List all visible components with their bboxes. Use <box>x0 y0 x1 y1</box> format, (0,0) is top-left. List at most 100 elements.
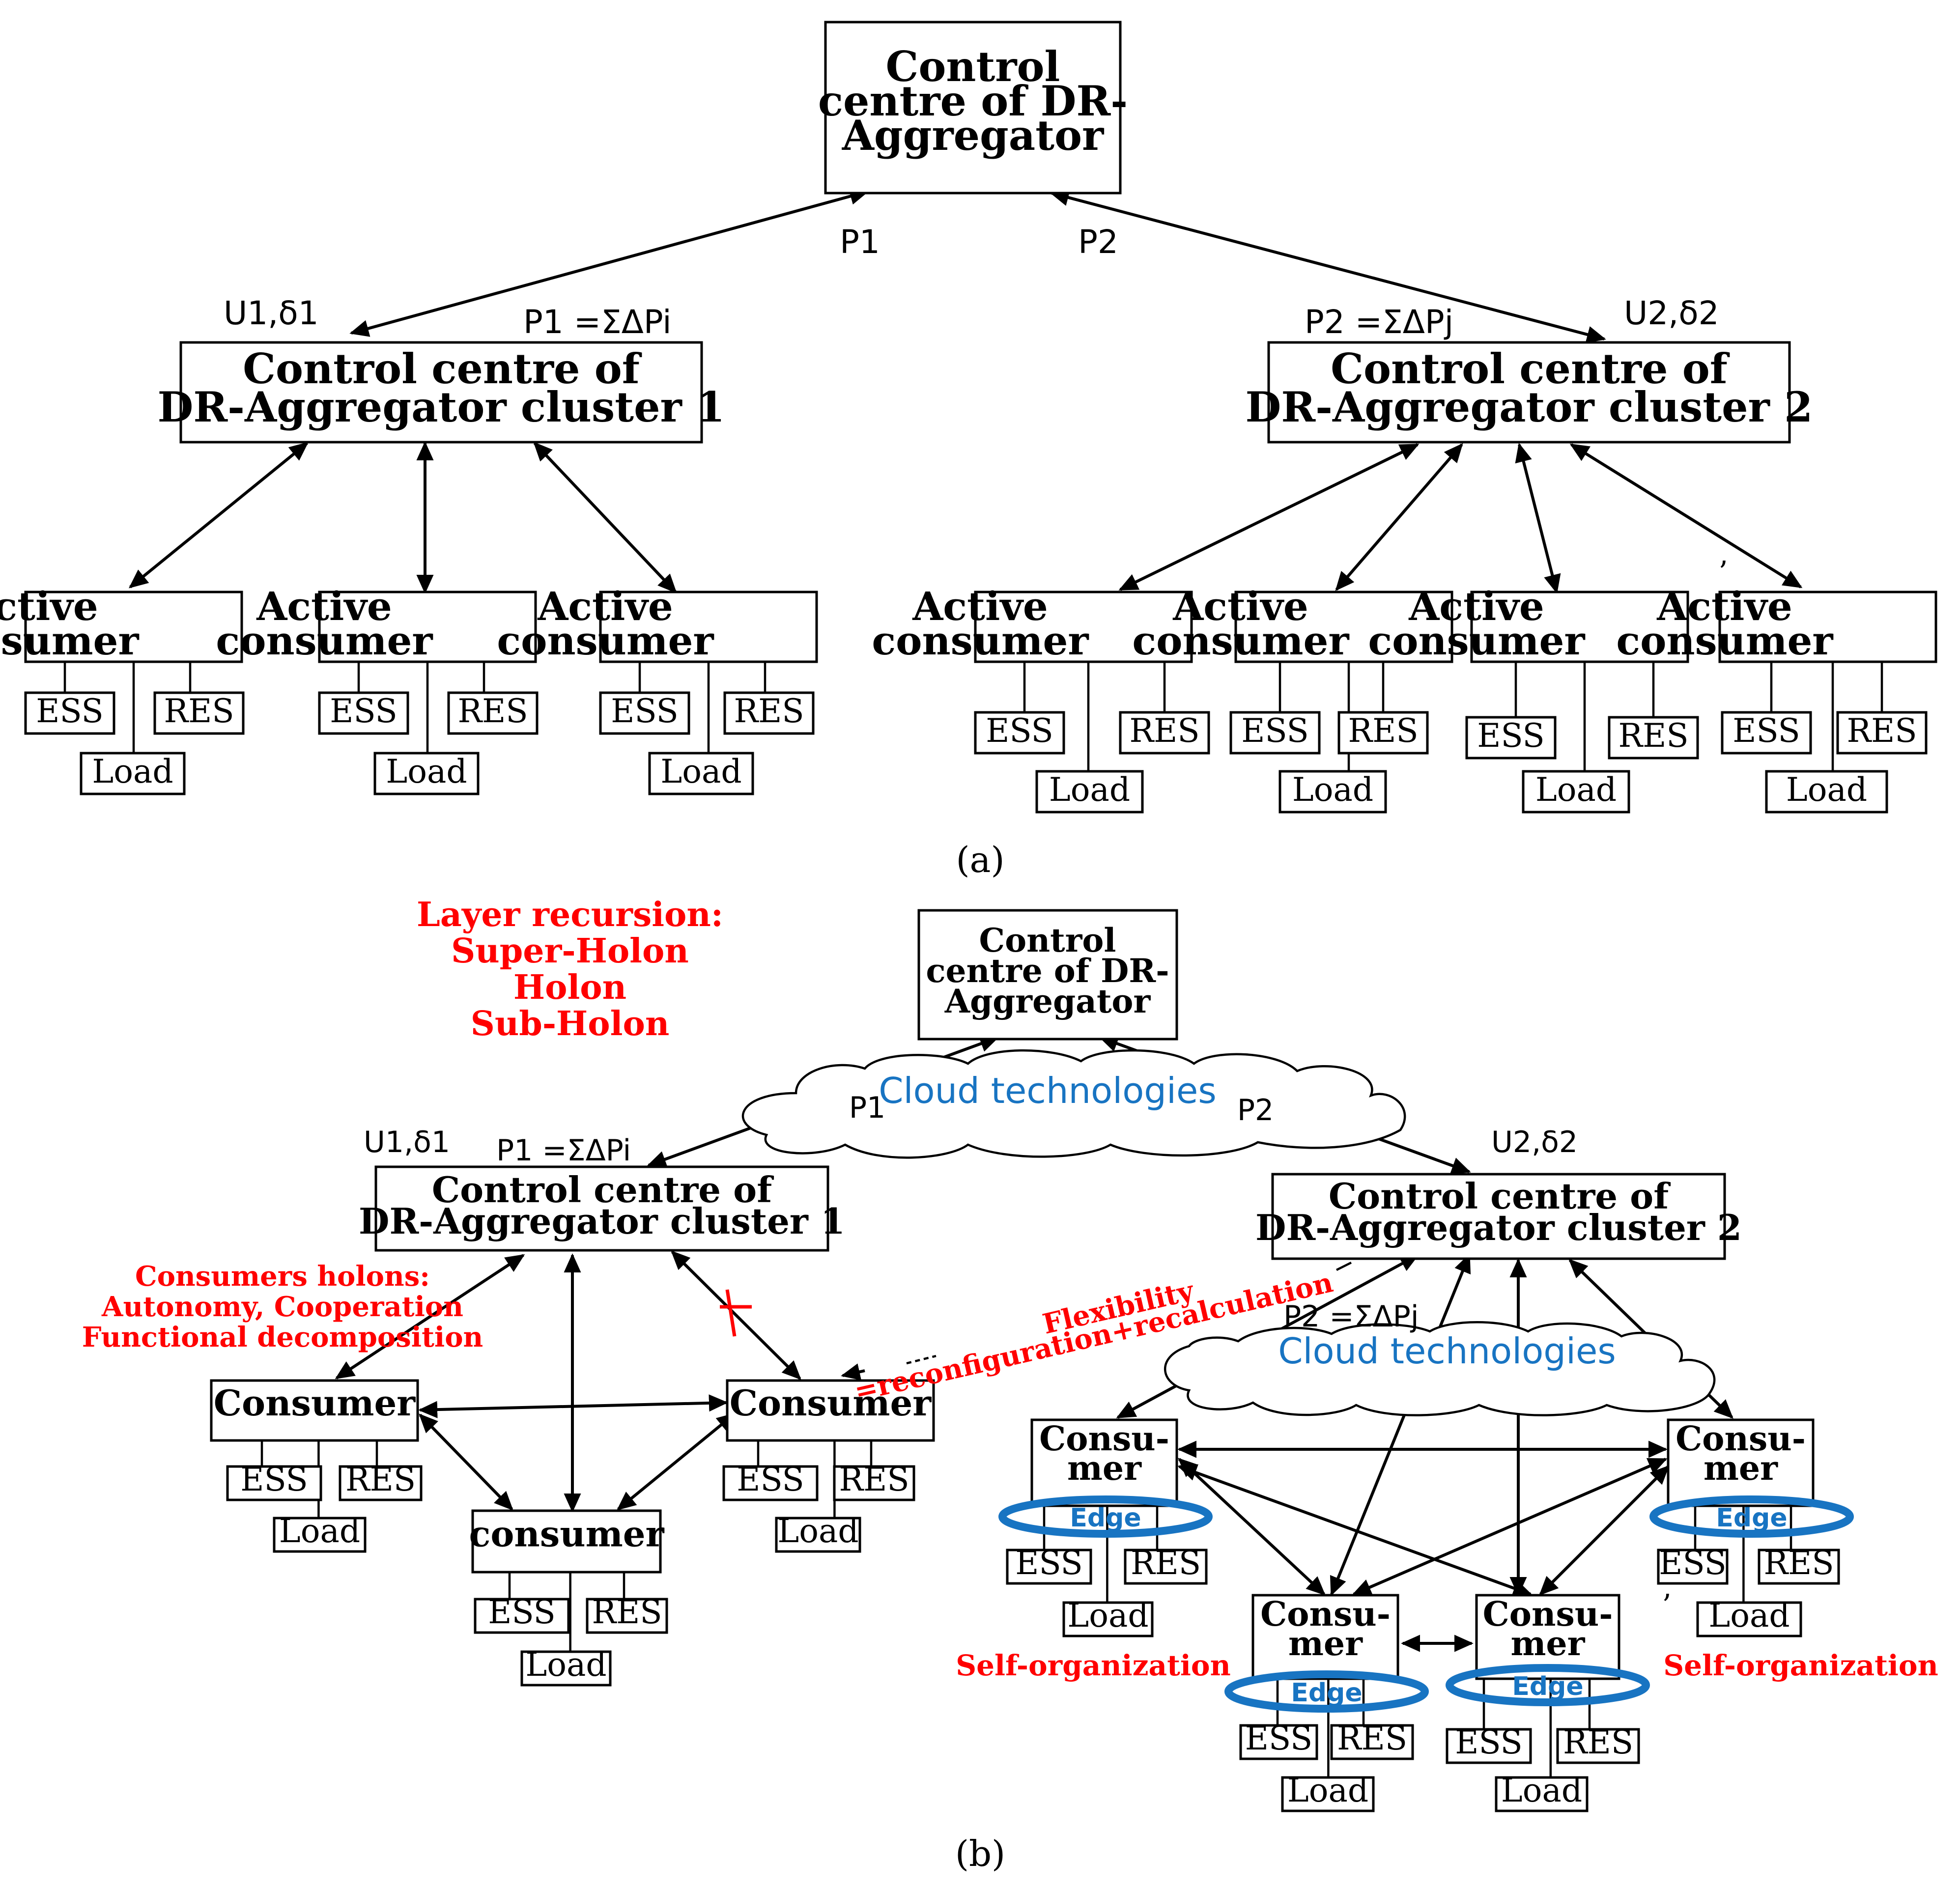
arrow-consumer-consumer-b <box>616 1412 737 1511</box>
top-control-centre-b-line: Control <box>979 921 1116 959</box>
arrow-cluster1-consumer-a <box>128 442 309 589</box>
shape-layer <box>24 21 1937 1812</box>
active-consumer-a-line: consumer <box>216 618 433 664</box>
edge-label: Edge <box>1716 1503 1787 1533</box>
arrow-consu-consu-b <box>1352 1458 1668 1596</box>
cloud-bottom <box>1164 1321 1716 1416</box>
layer-recursion-line: Sub-Holon <box>471 1004 670 1043</box>
top-control-centre-a <box>824 21 1122 195</box>
load-box <box>648 752 754 795</box>
ess-box <box>1465 716 1557 760</box>
res-box-label: RES <box>1337 1720 1407 1757</box>
load-box <box>273 1517 367 1553</box>
active-consumer-box-a <box>1470 591 1689 663</box>
arrow-top-cluster1-a <box>349 188 869 337</box>
load-box <box>1495 1776 1589 1812</box>
load-box-label: Load <box>92 753 173 790</box>
load-box-label: Load <box>1535 771 1617 809</box>
p1-sum-label-a: P1 =ΣΔPi <box>523 303 672 341</box>
res-box-label: RES <box>839 1461 909 1498</box>
cluster-2-a-line: Control centre of <box>1331 344 1730 393</box>
cluster-2-b-line: DR-Aggregator cluster 2 <box>1255 1207 1742 1248</box>
arrow-consumer-consumer-b <box>419 1413 513 1511</box>
res-box <box>1119 711 1210 755</box>
p1-sum-label-b: P1 =ΣΔPi <box>496 1133 631 1168</box>
res-box-label: RES <box>592 1593 662 1631</box>
edge-label: Edge <box>1291 1678 1362 1708</box>
ess-box <box>24 691 115 735</box>
self-organization-left: Self-organization <box>956 1649 1231 1682</box>
consumer-label-b: consumer <box>469 1513 664 1555</box>
top-control-centre-a-line: Control <box>886 42 1060 91</box>
ess-box <box>1446 1728 1532 1764</box>
p1-label-a: P1 <box>840 223 880 261</box>
res-box-label: RES <box>1846 712 1917 750</box>
layer-recursion-line: Holon <box>513 968 626 1007</box>
ess-box-label: ESS <box>1245 1720 1312 1757</box>
active-consumer-a: consumer <box>1368 618 1585 664</box>
res-box-label: RES <box>1129 712 1199 750</box>
p1-label-b: P1 <box>849 1091 885 1125</box>
cluster-1-box-a <box>179 341 703 444</box>
ess-box-label: ESS <box>1241 712 1308 750</box>
edge-ellipse <box>1649 1495 1854 1538</box>
res-box <box>1608 716 1699 760</box>
load-box-label: Load <box>660 753 741 790</box>
ess-box <box>1006 1549 1092 1585</box>
ess-box-label: ESS <box>611 692 678 730</box>
edge-ellipse <box>1446 1664 1650 1706</box>
consumers-holons-line: Autonomy, Cooperation <box>101 1291 463 1323</box>
active-consumer-box-a <box>1718 591 1937 663</box>
consumer-label-b: mer <box>1067 1449 1142 1488</box>
consumer-box-b <box>471 1509 662 1574</box>
edge-label: Edge <box>1070 1503 1141 1533</box>
load-box <box>1062 1601 1154 1637</box>
consumer-box-b <box>1667 1418 1815 1507</box>
res-box-label: RES <box>1131 1544 1201 1582</box>
p2-sum-label-b: P2 =ΣΔPj <box>1283 1299 1419 1334</box>
edge-ellipse <box>1224 1670 1429 1713</box>
res-box <box>339 1465 423 1501</box>
tick-mark-b: ’ <box>1662 1588 1671 1623</box>
res-box <box>723 691 815 735</box>
load-box <box>1522 770 1630 814</box>
load-box-label: Load <box>1786 771 1867 809</box>
consumer-box-b <box>1030 1418 1178 1507</box>
top-control-centre-b-line: Aggregator <box>944 982 1151 1020</box>
cloud-label-top: Cloud technologies <box>879 1070 1217 1111</box>
load-box-label: Load <box>1049 771 1130 809</box>
load-box <box>1696 1601 1802 1637</box>
consumer-label-b: mer <box>1704 1449 1778 1488</box>
arrow-top-cluster2-a <box>1050 189 1606 343</box>
ess-box-label: ESS <box>330 692 397 730</box>
ess-box <box>474 1598 570 1634</box>
active-consumer-a: consumer <box>1616 618 1833 664</box>
res-box <box>1337 711 1429 755</box>
res-box <box>153 691 245 735</box>
load-box-label: Load <box>386 753 467 790</box>
active-consumer-a-line: consumer <box>0 618 139 664</box>
load-box-label: Load <box>1708 1597 1790 1635</box>
consumers-holons-line: Consumers holons: <box>135 1260 430 1293</box>
active-consumer-box-a <box>24 591 243 663</box>
active-consumer-box-a <box>318 591 537 663</box>
arrow-consu-consu-b <box>1539 1465 1670 1596</box>
res-box-label: RES <box>1348 712 1418 750</box>
load-box-label: Load <box>279 1512 360 1550</box>
arrow-consumer-consumer-b <box>418 1394 728 1418</box>
p2-label-a: P2 <box>1078 223 1118 261</box>
arrow-cluster1-consumer-b <box>671 1250 801 1380</box>
active-consumer-a: consumer <box>872 618 1089 664</box>
load-box <box>80 752 186 795</box>
u1-label-b: U1,δ1 <box>364 1125 450 1159</box>
top-control-centre-b <box>917 909 1178 1041</box>
p2-label-b: P2 <box>1237 1093 1274 1128</box>
res-box-label: RES <box>345 1461 416 1498</box>
arrow-cluster2-consumer-a <box>1335 443 1463 591</box>
top-control-centre-a-line: centre of DR- <box>818 77 1128 125</box>
load-box-label: Load <box>1287 1772 1368 1809</box>
load-box-label: Load <box>1067 1597 1148 1635</box>
ess-box <box>1657 1549 1729 1585</box>
arrow-consu-consu-b <box>1177 1464 1533 1597</box>
